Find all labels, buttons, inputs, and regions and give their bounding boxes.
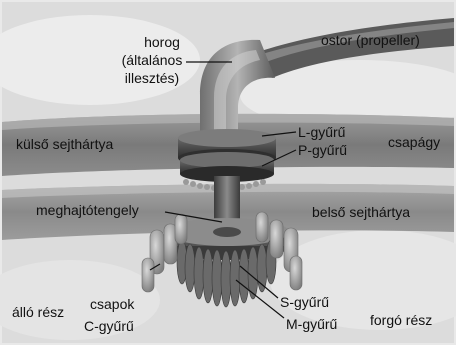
inner-membrane-label: belső sejthártya	[312, 204, 410, 220]
hook-sublabel-2: illesztés)	[104, 70, 200, 86]
p-ring-label: P-gyűrű	[298, 142, 347, 158]
c-ring-label: C-gyűrű	[84, 318, 134, 334]
hook-label: horog	[124, 34, 200, 50]
stator-label: álló rész	[12, 304, 64, 320]
hook-sublabel-1: (általános	[104, 52, 200, 68]
s-ring-label: S-gyűrű	[280, 294, 329, 310]
flagellum-label: ostor (propeller)	[321, 32, 420, 48]
bearing-label: csapágy	[388, 134, 440, 150]
rotor-label: forgó rész	[370, 312, 432, 328]
outer-membrane-label: külső sejthártya	[16, 136, 113, 152]
studs-label: csapok	[90, 296, 134, 312]
l-ring-label: L-gyűrű	[298, 124, 345, 140]
m-ring-label: M-gyűrű	[286, 316, 337, 332]
drive-shaft-label: meghajtótengely	[36, 202, 139, 218]
